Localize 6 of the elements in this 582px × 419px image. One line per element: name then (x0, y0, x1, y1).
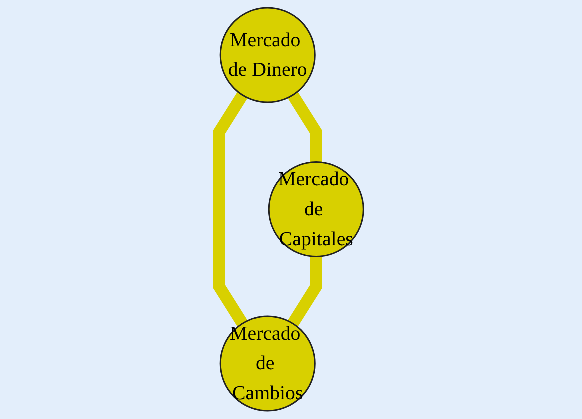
node-circle: Mercado de Capitales (268, 161, 364, 258)
connector (287, 256, 322, 327)
node-circle: Mercado de Cambios (219, 316, 316, 412)
connector (212, 92, 248, 327)
node-circle: Mercado de Dinero (219, 7, 316, 104)
connector (287, 92, 322, 162)
